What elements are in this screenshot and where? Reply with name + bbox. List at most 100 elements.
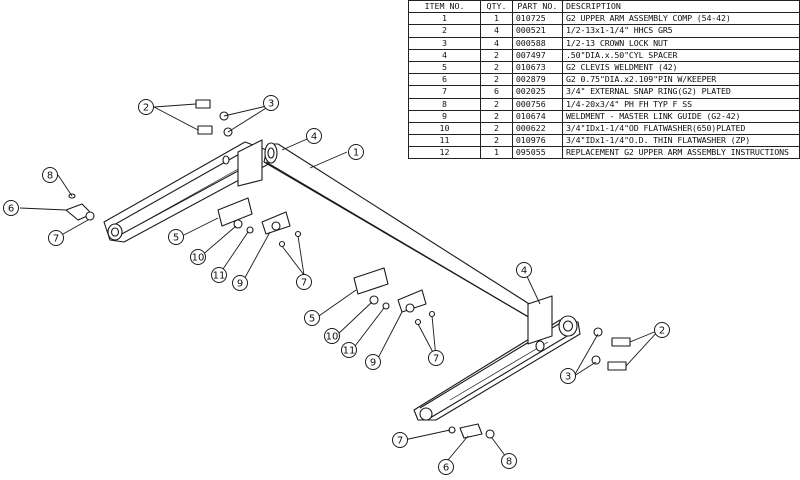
bom-item-no: 11 — [407, 134, 482, 148]
callout-circle — [211, 267, 227, 283]
callout-circle — [341, 342, 357, 358]
bom-item-no: 3 — [407, 36, 482, 50]
callout-label: 7 — [301, 278, 307, 289]
callout-balloon: 11 — [211, 267, 227, 283]
upper-pin — [65, 193, 95, 221]
bom-part-no: 095055 — [511, 146, 563, 160]
callout-balloon: 11 — [341, 342, 357, 358]
callout-label: 9 — [237, 279, 243, 290]
callout-circle — [438, 459, 454, 475]
bom-qty: 1 — [480, 12, 513, 26]
upper-bolts — [195, 99, 233, 137]
bom-item-no: 12 — [407, 146, 482, 160]
callout-balloon: 7 — [296, 274, 312, 290]
bom-part-no: 010976 — [511, 134, 563, 148]
bom-qty: 2 — [480, 121, 513, 136]
lower-right-arm — [413, 295, 581, 421]
callout-label: 2 — [659, 326, 665, 337]
callout-label: 10 — [192, 253, 205, 264]
callout-circle — [428, 350, 444, 366]
header-qty: QTY. — [480, 0, 513, 14]
callout-label: 7 — [397, 436, 403, 447]
header-part-no: PART NO. — [511, 0, 563, 14]
callout-balloon: 9 — [365, 354, 381, 370]
callout-balloon: 5 — [304, 310, 320, 326]
bom-qty: 2 — [480, 109, 513, 123]
bom-qty: 4 — [480, 36, 513, 50]
bom-part-no: 010673 — [511, 60, 563, 75]
bom-qty: 2 — [480, 73, 513, 87]
bom-description: 3/4" EXTERNAL SNAP RING(G2) PLATED — [561, 85, 800, 99]
clevis-group-upper — [217, 197, 302, 248]
callout-balloon: 8 — [501, 453, 517, 469]
bom-part-no: 000588 — [511, 36, 563, 50]
bom-item-no: 8 — [407, 97, 482, 111]
bom-part-no: 007497 — [511, 48, 563, 62]
bom-description: WELDMENT - MASTER LINK GUIDE (G2-42) — [561, 109, 800, 123]
bom-item-no: 6 — [407, 73, 482, 87]
callout-circle — [365, 354, 381, 370]
bom-item-no: 2 — [407, 24, 482, 38]
upper-left-arm — [103, 139, 277, 243]
callout-label: 8 — [47, 171, 53, 182]
callout-circle — [3, 200, 19, 216]
callout-label: 7 — [433, 354, 439, 365]
bom-header-row: ITEM NO. QTY. PART NO. DESCRIPTION — [407, 0, 800, 14]
bom-description: 1/2-13x1-1/4" HHCS GR5 — [561, 24, 800, 38]
bom-part-no: 002025 — [511, 85, 563, 99]
callout-label: 3 — [268, 99, 274, 110]
callout-circle — [190, 249, 206, 265]
bom-part-no: 010674 — [511, 109, 563, 123]
callout-circle — [392, 432, 408, 448]
callout-balloon: 7 — [392, 432, 408, 448]
bom-qty: 2 — [480, 134, 513, 148]
callout-circle — [348, 144, 364, 160]
bom-description: 3/4"IDx1-1/4"OD FLATWASHER(650)PLATED — [561, 121, 800, 136]
header-item-no: ITEM NO. — [407, 0, 482, 14]
bom-description: 3/4"IDx1-1/4"O.D. THIN FLATWASHER (ZP) — [561, 134, 800, 148]
bom-part-no: 010725 — [511, 12, 563, 26]
callout-circle — [654, 322, 670, 338]
callout-label: 1 — [353, 148, 359, 159]
callout-circle — [42, 167, 58, 183]
callout-circle — [304, 310, 320, 326]
callout-balloon: 2 — [138, 99, 154, 115]
bom-description: 1/4-20x3/4" PH FH TYP F SS — [561, 97, 800, 111]
callout-circle — [296, 274, 312, 290]
callout-circle — [560, 368, 576, 384]
bom-part-no: 000756 — [511, 97, 563, 111]
callout-circle — [232, 275, 248, 291]
callout-balloon: 9 — [232, 275, 248, 291]
bom-description: G2 CLEVIS WELDMENT (42) — [561, 60, 800, 75]
bom-qty: 2 — [480, 97, 513, 111]
callout-label: 7 — [53, 234, 59, 245]
callout-label: 9 — [370, 358, 376, 369]
callout-label: 11 — [343, 346, 356, 357]
bom-item-no: 7 — [407, 85, 482, 99]
callout-label: 4 — [311, 132, 317, 143]
bom-item-no: 1 — [407, 12, 482, 26]
callout-balloon: 7 — [48, 230, 64, 246]
bom-item-no: 5 — [407, 60, 482, 75]
header-description: DESCRIPTION — [561, 0, 800, 14]
bom-qty: 4 — [480, 24, 513, 38]
bom-qty: 2 — [480, 48, 513, 62]
callout-balloon: 10 — [324, 328, 340, 344]
callout-label: 3 — [565, 372, 571, 383]
callout-balloon: 10 — [190, 249, 206, 265]
callout-balloon: 2 — [654, 322, 670, 338]
bom-part-no: 002879 — [511, 73, 563, 87]
callout-label: 10 — [326, 332, 339, 343]
callout-circle — [516, 262, 532, 278]
